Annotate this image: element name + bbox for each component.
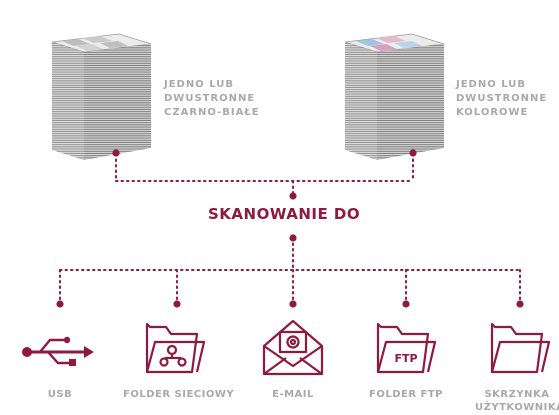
grayscale-source-line-2: dwustronne — [164, 93, 256, 104]
user-box-folder-icon — [490, 322, 551, 374]
destination-label-ftp-folder: FOLDER FTP — [369, 389, 443, 400]
destination-label-user-box: SKRZYNKA UŻYTKOWNIKA — [475, 389, 559, 413]
destination-label-usb: USB — [47, 389, 73, 400]
email-envelope-icon — [262, 319, 324, 376]
grayscale-source-label: Jedno lub dwustronne czarno-białe — [164, 78, 260, 120]
color-paper-stack-icon — [344, 33, 445, 160]
ftp-icon-text: FTP — [394, 352, 417, 365]
scan-to-title: SKANOWANIE DO — [208, 205, 361, 223]
color-source-line-2: dwustronne — [456, 93, 548, 104]
grayscale-source-line-3: czarno-białe — [164, 107, 260, 118]
top-connectors — [59, 153, 521, 304]
destination-label-email: E-MAIL — [272, 389, 314, 400]
usb-icon — [22, 336, 94, 366]
connector-dots — [56, 149, 524, 308]
ftp-folder-icon: FTP — [376, 322, 437, 374]
network-folder-icon — [145, 322, 206, 374]
grayscale-source-line-1: Jedno lub — [164, 79, 234, 90]
color-source-line-1: Jedno lub — [456, 79, 526, 90]
destination-label-network-folder: FOLDER SIECIOWY — [123, 389, 235, 400]
color-source-label: Jedno lub dwustronne kolorowe — [456, 78, 547, 120]
color-source-line-3: kolorowe — [456, 107, 529, 118]
grayscale-paper-stack-icon — [51, 33, 152, 160]
